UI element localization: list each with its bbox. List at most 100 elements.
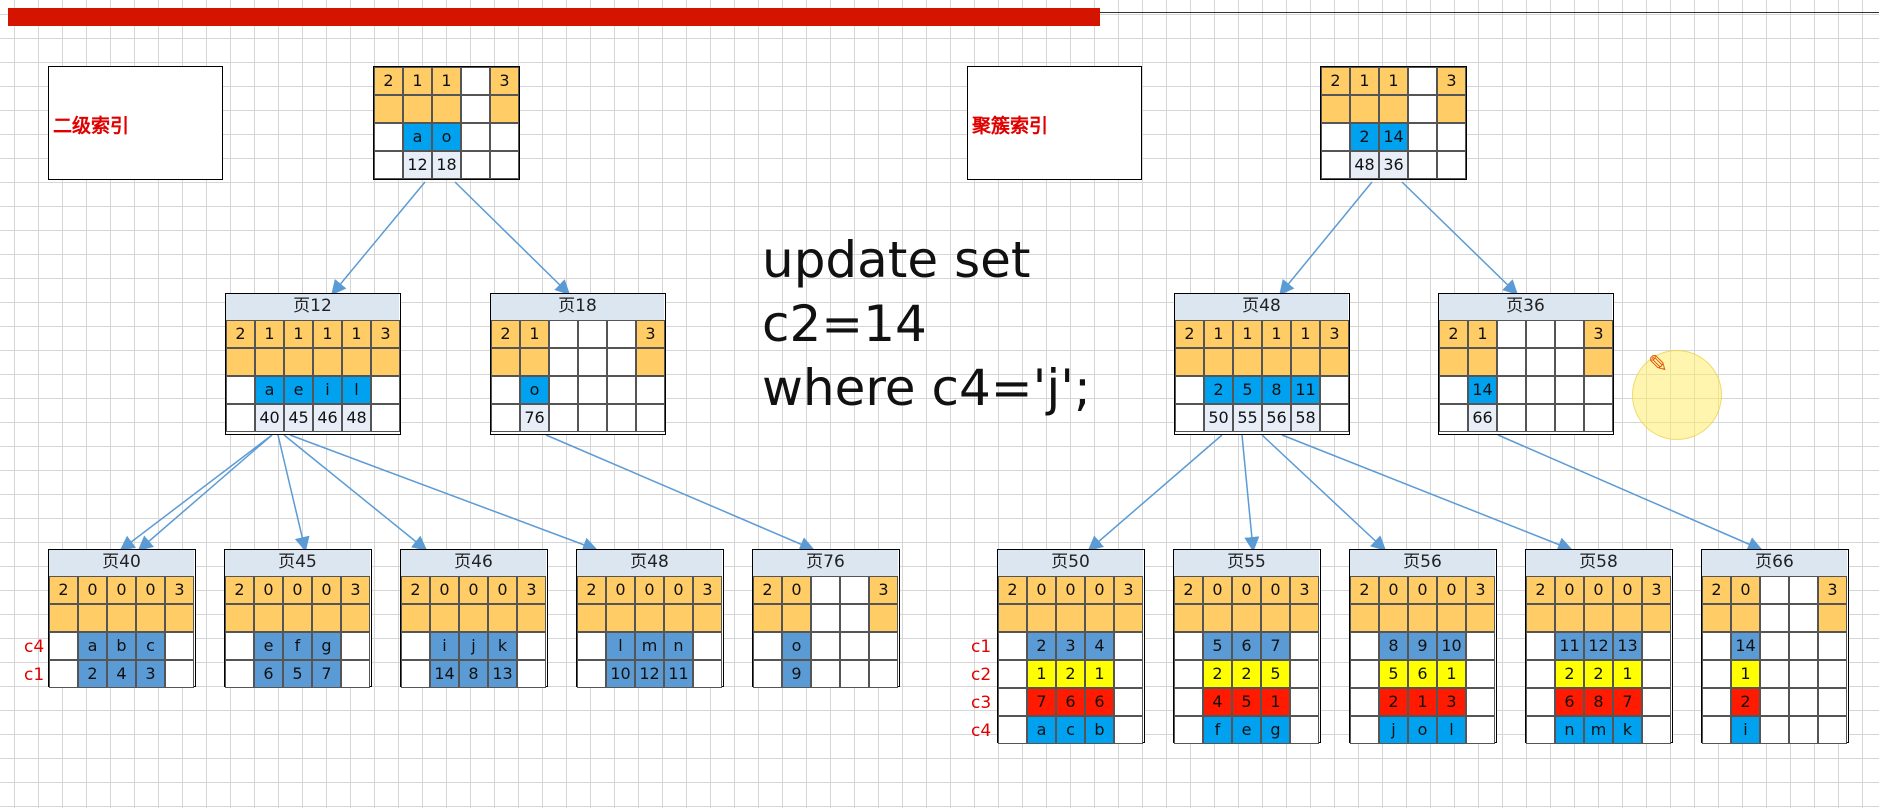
secondary-internal-page-key-cell — [607, 376, 636, 404]
clustered-leaf-page-record-cell — [1760, 660, 1789, 688]
secondary-leaf-page-title: 页45 — [225, 550, 370, 577]
clustered-leaf-page-record-cell — [1466, 660, 1495, 688]
secondary-internal-page-pointer-cell: 48 — [342, 404, 371, 432]
secondary-leaf-page-header-cell: 0 — [283, 576, 312, 604]
secondary-leaf-page-header-cell: 0 — [664, 576, 693, 604]
clustered-leaf-page-record-cell: l — [1437, 716, 1466, 744]
secondary-leaf-page-title: 页40 — [49, 550, 194, 577]
clustered-internal-page-pointer-cell: 50 — [1204, 404, 1233, 432]
clustered-leaf-page-record-cell: 6 — [1232, 632, 1261, 660]
clustered-leaf-page-record-cell: n — [1555, 716, 1584, 744]
secondary-leaf-page-record-cell: b — [107, 632, 136, 660]
clustered-internal-page-pointer-cell: 55 — [1233, 404, 1262, 432]
secondary-leaf-page-header-cell-2 — [488, 604, 517, 632]
secondary-root-node-header-cell: 1 — [403, 67, 432, 95]
secondary-leaf-page-header-cell-2 — [517, 604, 546, 632]
clustered-leaf-page-record-cell — [1760, 688, 1789, 716]
clustered-internal-page-pointer-cell — [1555, 404, 1584, 432]
clustered-root-node-pointer-cell: 48 — [1350, 151, 1379, 179]
secondary-leaf-page-header-cell-2 — [225, 604, 254, 632]
clustered-leaf-page-record-cell — [1702, 632, 1731, 660]
secondary-leaf-page-record-cell — [401, 660, 430, 688]
clustered-internal-page-header-cell: 3 — [1584, 320, 1613, 348]
clustered-leaf-page-record-cell: 6 — [1056, 688, 1085, 716]
clustered-leaf-page-title: 页58 — [1526, 550, 1671, 577]
secondary-internal-page-key-cell: i — [313, 376, 342, 404]
secondary-root-node-header-cell: 3 — [490, 67, 519, 95]
recording-progress-bar[interactable] — [8, 8, 1100, 26]
secondary-leaf-page-record-cell: 9 — [782, 660, 811, 688]
secondary-leaf-page-header-cell: 3 — [517, 576, 546, 604]
tree-edge — [283, 434, 428, 551]
clustered-leaf-page-record-cell: 1 — [1613, 660, 1642, 688]
tree-edge — [137, 434, 273, 551]
clustered-internal-page-key-cell — [1497, 376, 1526, 404]
clustered-leaf-page-header-cell-2 — [1232, 604, 1261, 632]
clustered-leaf-page-record-cell: e — [1232, 716, 1261, 744]
secondary-leaf-page-record-cell — [165, 632, 194, 660]
secondary-leaf-page-header-cell: 0 — [606, 576, 635, 604]
clustered-leaf-page-record-cell — [1350, 632, 1379, 660]
secondary-leaf-page-header-cell: 0 — [254, 576, 283, 604]
secondary-leaf-page-header-cell-2 — [78, 604, 107, 632]
secondary-leaf-page-record-cell — [165, 660, 194, 688]
tree-edge — [1281, 434, 1573, 552]
clustered-leaf-page-header-cell: 2 — [1350, 576, 1379, 604]
secondary-internal-page-header-cell: 2 — [226, 320, 255, 348]
clustered-leaf-page-record-cell: f — [1203, 716, 1232, 744]
clustered-leaf-page-record-cell — [1642, 632, 1671, 660]
clustered-leaf-page-record-cell: 2 — [1731, 688, 1760, 716]
secondary-internal-page-header-cell: 1 — [520, 320, 549, 348]
clustered-leaf-page-header-cell-2 — [1379, 604, 1408, 632]
secondary-internal-page-header-cell-2 — [371, 348, 400, 376]
clustered-leaf-page-record-cell: 1 — [1027, 660, 1056, 688]
secondary-leaf-page-header-cell: 3 — [693, 576, 722, 604]
clustered-leaf-page-header-cell-2 — [1702, 604, 1731, 632]
clustered-internal-page-header-cell-2 — [1526, 348, 1555, 376]
secondary-internal-page-title: 页12 — [226, 294, 399, 321]
clustered-leaf-page-header-cell-2 — [1613, 604, 1642, 632]
clustered-leaf-page-record-cell — [1290, 688, 1319, 716]
clustered-internal-page-key-cell: 14 — [1468, 376, 1497, 404]
secondary-internal-page-key-cell — [226, 376, 255, 404]
secondary-leaf-page-record-cell — [753, 660, 782, 688]
secondary-leaf-page-header-cell-2 — [664, 604, 693, 632]
secondary-leaf-page-record-cell: 3 — [136, 660, 165, 688]
clustered-root-node-pointer-cell — [1437, 151, 1466, 179]
clustered-leaf-page-record-cell — [1114, 688, 1143, 716]
secondary-root-node-key-cell — [461, 123, 490, 151]
clustered-leaf-page-record-cell: c — [1056, 716, 1085, 744]
clustered-leaf-page-record-cell — [1642, 716, 1671, 744]
clustered-row-label: c1 — [971, 637, 992, 657]
clustered-leaf-page-record-cell — [1466, 632, 1495, 660]
clustered-internal-page-header-cell — [1555, 320, 1584, 348]
clustered-internal-page-pointer-cell — [1526, 404, 1555, 432]
clustered-leaf-page-record-cell — [998, 632, 1027, 660]
secondary-leaf-page-record-cell: n — [664, 632, 693, 660]
clustered-leaf-page-record-cell — [998, 660, 1027, 688]
secondary-leaf-page-header-cell-2 — [107, 604, 136, 632]
clustered-leaf-page-record-cell: 7 — [1027, 688, 1056, 716]
clustered-internal-page-header-cell: 2 — [1175, 320, 1204, 348]
clustered-leaf-page-record-cell: 2 — [1056, 660, 1085, 688]
secondary-internal-page-header-cell-2 — [607, 348, 636, 376]
secondary-internal-page-header-cell-2 — [226, 348, 255, 376]
clustered-leaf-page-record-cell: 7 — [1613, 688, 1642, 716]
secondary-leaf-page-record-cell — [49, 660, 78, 688]
